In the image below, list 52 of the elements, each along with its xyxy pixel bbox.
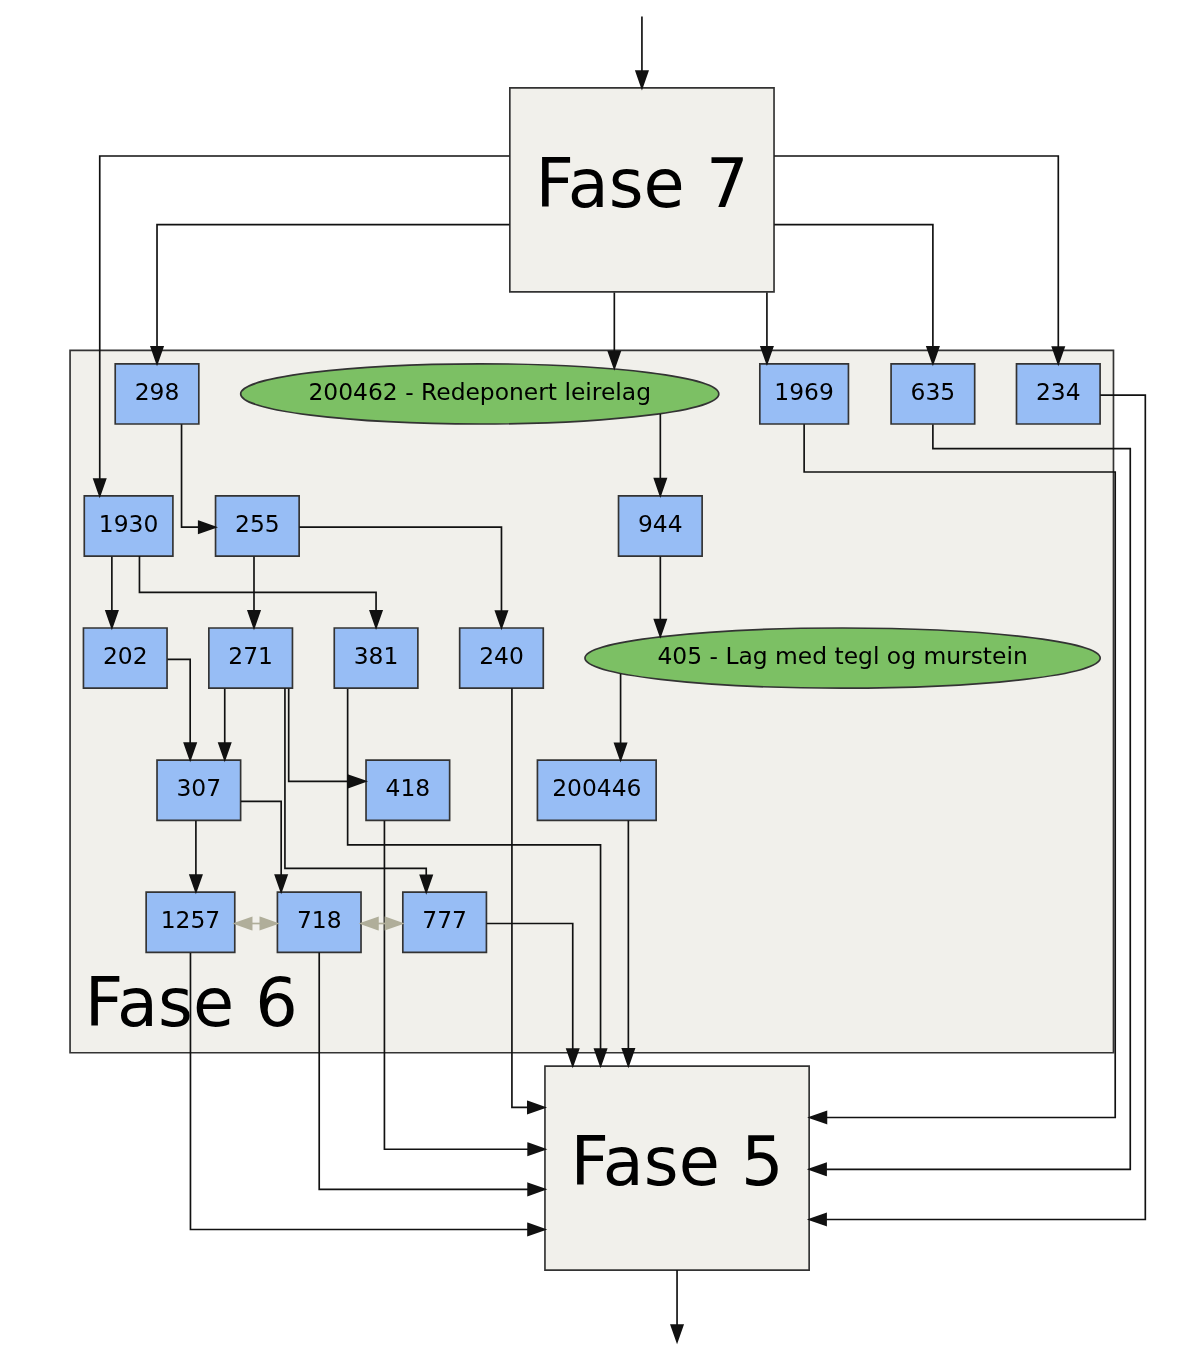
node-box: 944 — [617, 495, 703, 557]
arrow — [634, 15, 649, 91]
arrow — [189, 952, 548, 1237]
arrow — [240, 800, 289, 895]
arrow — [485, 922, 580, 1069]
node-box: Fase 7 — [509, 87, 775, 293]
arrow — [138, 555, 384, 631]
node-box: 202 — [82, 627, 168, 690]
node-box: 381 — [333, 627, 419, 690]
arrow — [670, 1269, 685, 1345]
arrow — [92, 155, 511, 499]
node-box: 240 — [458, 627, 545, 690]
arrow — [298, 526, 509, 631]
arrow — [653, 413, 668, 498]
node-box: Fase 5 — [544, 1065, 810, 1271]
arrow — [246, 555, 262, 631]
node-box: 1969 — [759, 362, 850, 425]
arrow — [607, 291, 622, 371]
arrow — [180, 423, 218, 535]
node-box: 418 — [365, 759, 451, 822]
node-box: 718 — [276, 891, 362, 954]
arrow — [621, 819, 636, 1069]
arrow — [217, 687, 232, 763]
node-box: 1257 — [145, 891, 236, 954]
arrow — [511, 687, 548, 1115]
node-box: 200446 — [536, 759, 657, 822]
arrow — [759, 291, 774, 367]
node-box: 635 — [890, 362, 976, 425]
arrow — [383, 819, 548, 1157]
node-ellipse: 405 - Lag med tegl og murstein — [584, 627, 1102, 690]
arrow — [653, 555, 668, 639]
arrow — [773, 155, 1066, 367]
arrow — [613, 672, 628, 763]
node-box: 777 — [402, 891, 488, 954]
node-box: 255 — [214, 495, 300, 557]
arrow — [104, 555, 119, 631]
arrow — [188, 820, 203, 895]
arrow — [346, 688, 608, 1069]
node-box: 307 — [156, 759, 242, 822]
arrow — [284, 687, 434, 895]
arrow — [287, 687, 369, 789]
node-box: 298 — [114, 362, 200, 425]
arrow — [232, 916, 280, 931]
arrow — [358, 916, 405, 931]
arrow — [318, 951, 548, 1197]
arrow — [166, 658, 198, 763]
node-box: 234 — [1015, 362, 1101, 425]
arrow — [150, 223, 511, 367]
node-box: 271 — [208, 627, 294, 690]
arrow — [773, 223, 940, 367]
node-ellipse: 200462 - Redeponert leirelag — [239, 362, 720, 425]
node-box: 1930 — [83, 495, 174, 557]
